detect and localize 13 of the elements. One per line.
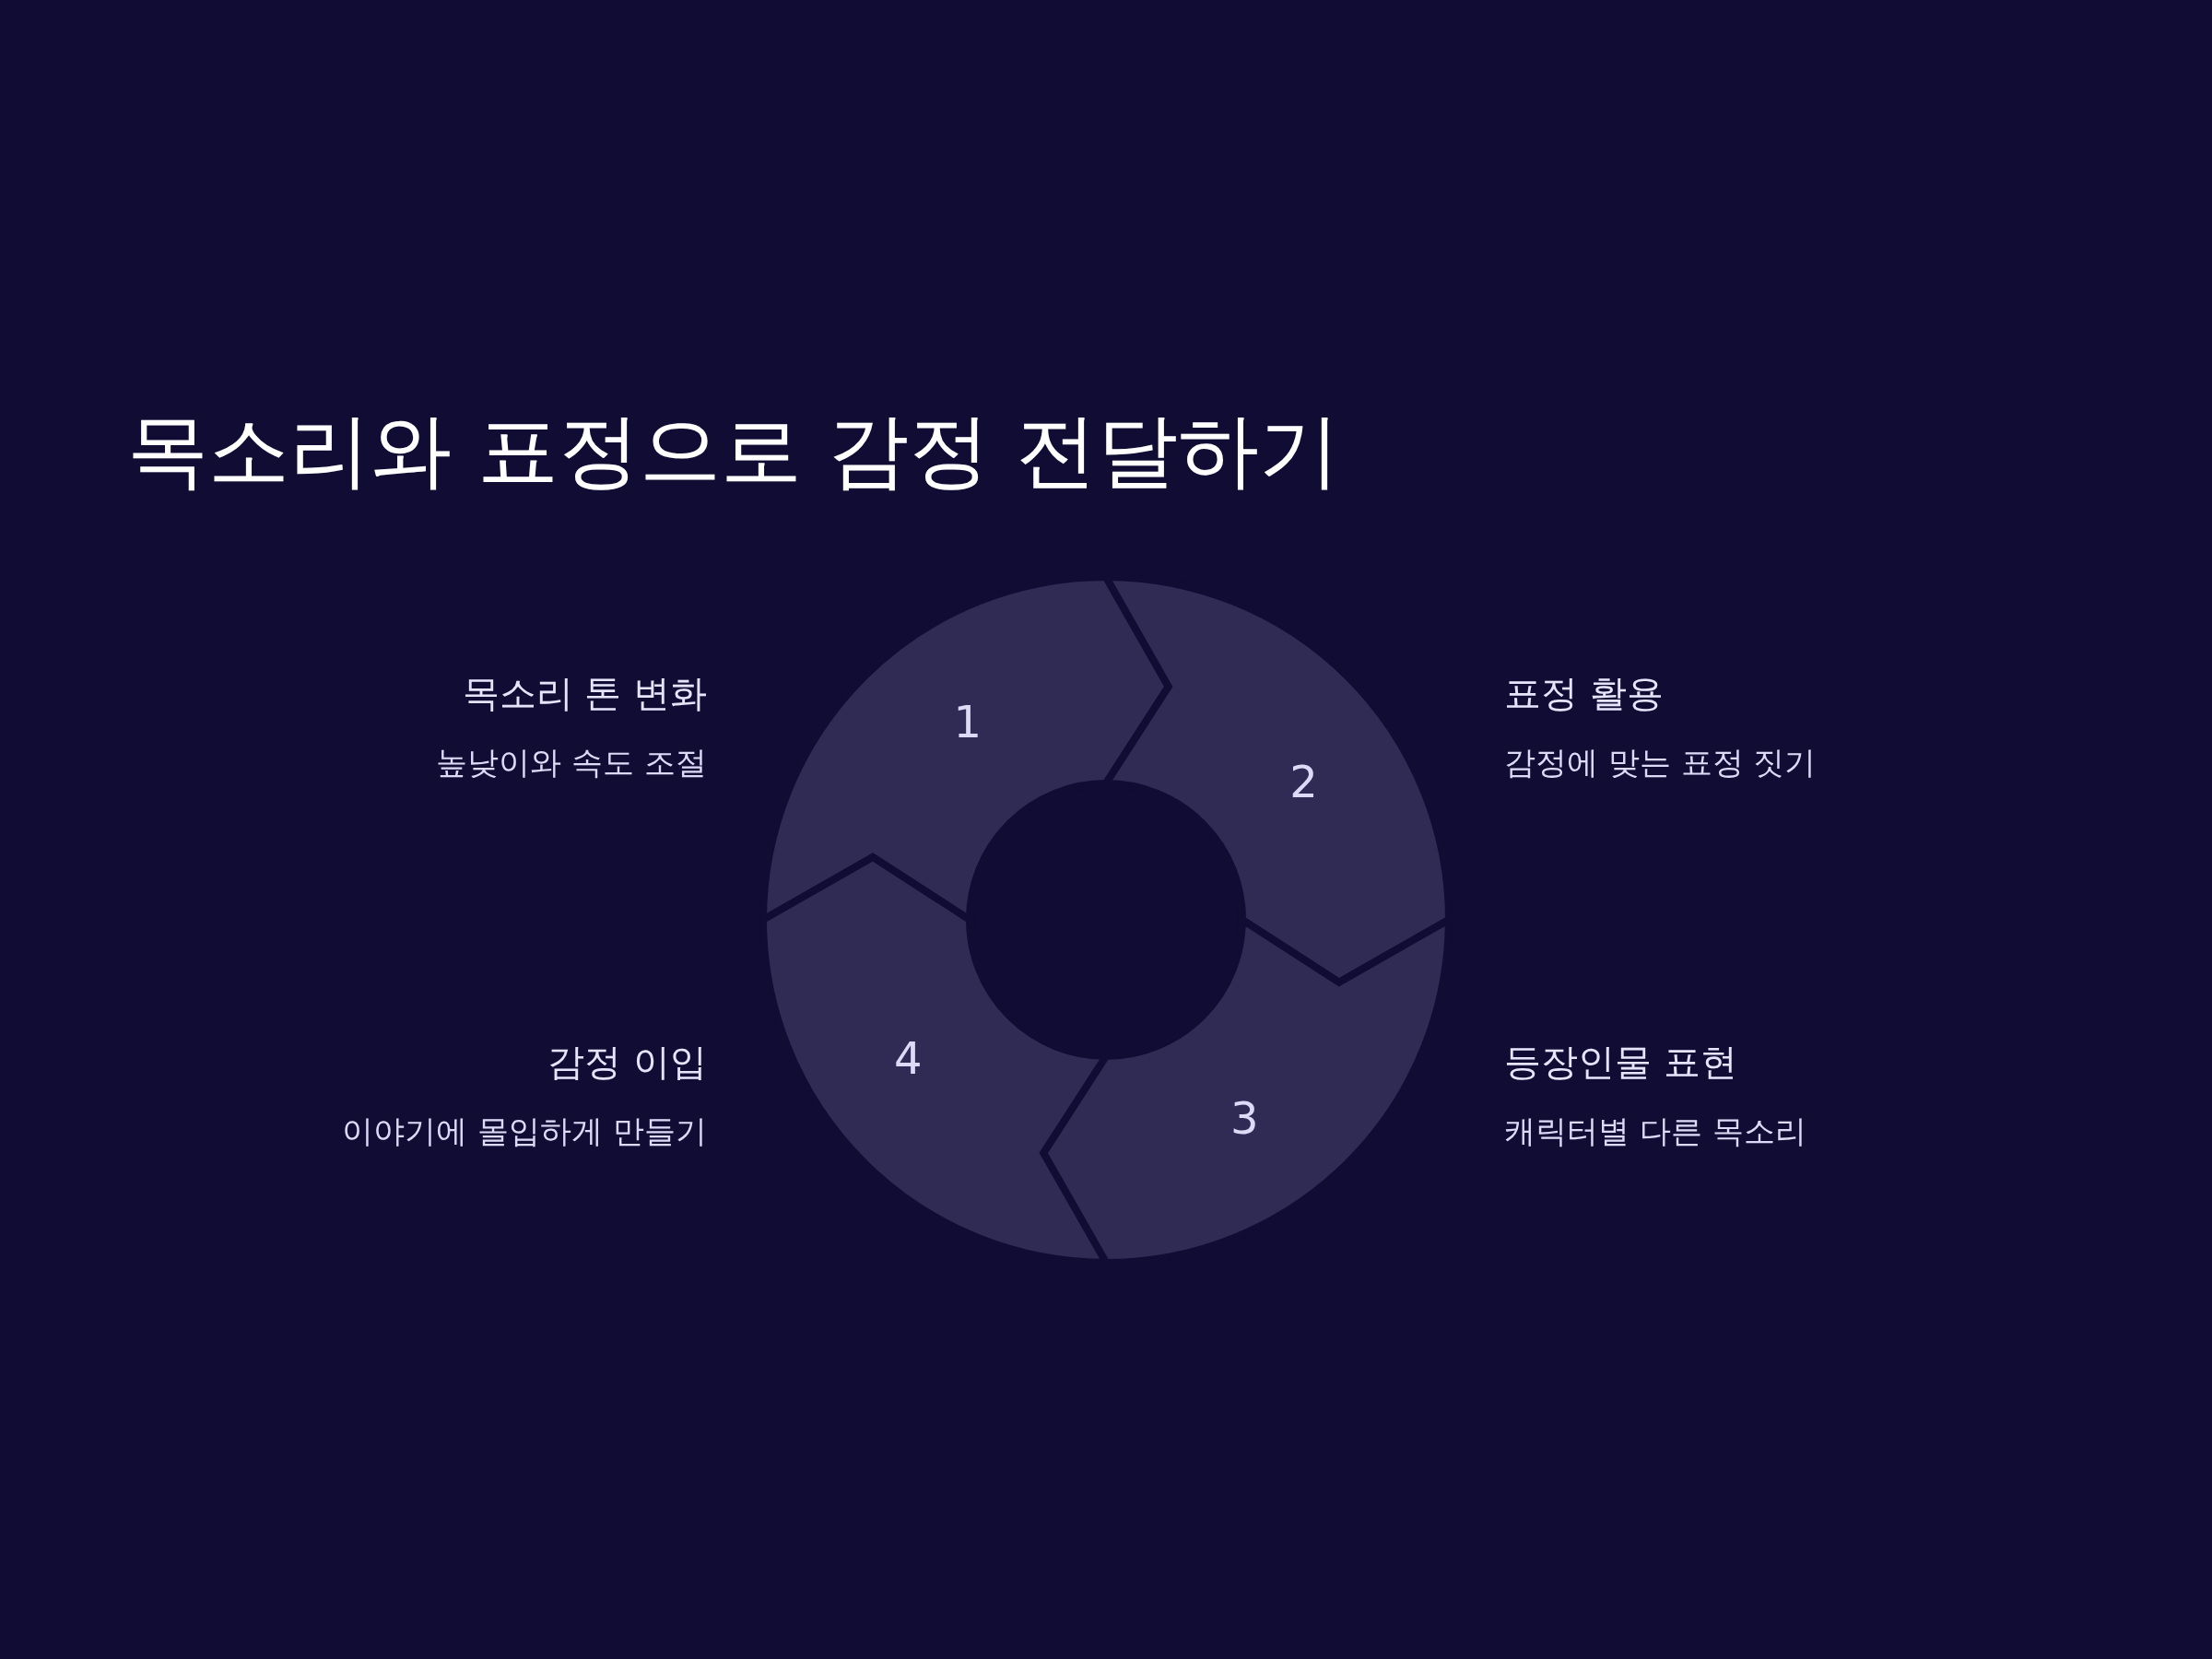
step-number: 2 bbox=[1289, 755, 1318, 807]
step-description: 캐릭터별 다른 목소리 bbox=[1504, 1112, 1806, 1151]
step-description: 높낮이와 속도 조절 bbox=[436, 743, 707, 782]
step-number: 1 bbox=[953, 696, 982, 748]
title: 목소리와 표정으로 감정 전달하기 bbox=[127, 402, 1340, 500]
step-heading: 목소리 톤 변화 bbox=[462, 671, 707, 716]
step-description: 감정에 맞는 표정 짓기 bbox=[1504, 743, 1817, 782]
step-number: 4 bbox=[894, 1032, 923, 1085]
step-heading: 등장인물 표현 bbox=[1504, 1040, 1737, 1085]
step-heading: 감정 이입 bbox=[547, 1040, 707, 1085]
step-number: 3 bbox=[1230, 1091, 1259, 1144]
step-heading: 표정 활용 bbox=[1504, 671, 1664, 716]
step-description: 이야기에 몰입하게 만들기 bbox=[342, 1112, 707, 1151]
